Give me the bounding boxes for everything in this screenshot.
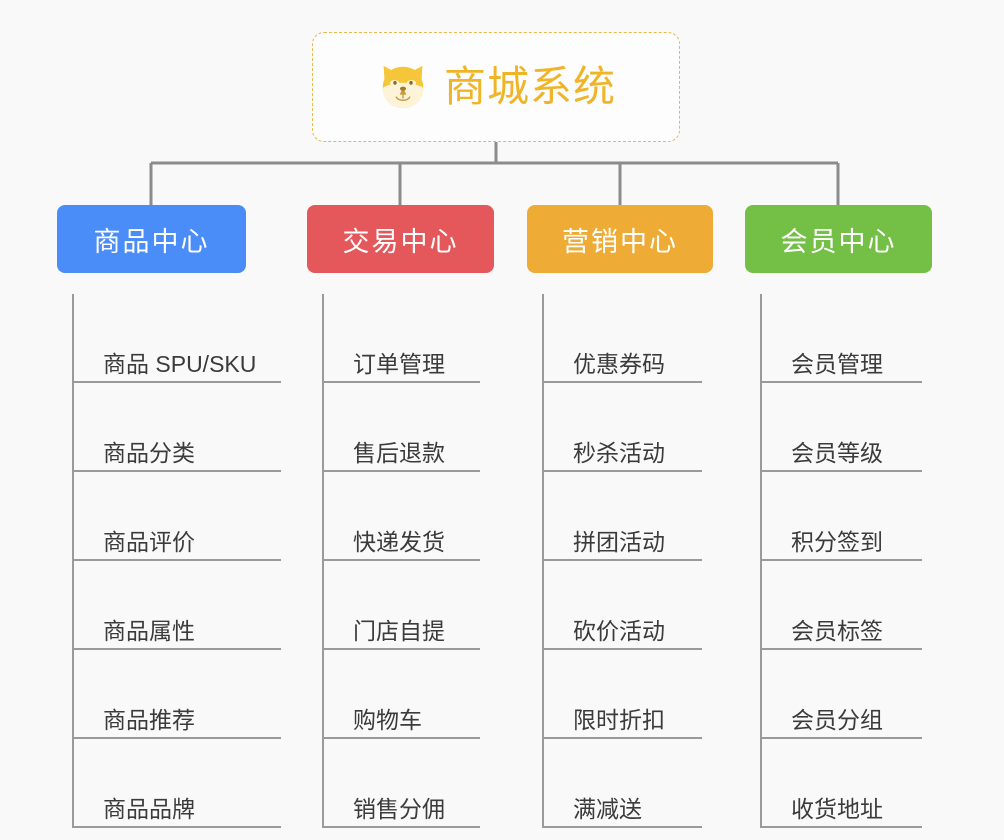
list-item[interactable]: 会员管理 [762,294,932,383]
branch-column-marketing: 营销中心 优惠券码 秒杀活动 拼团活动 砍价活动 限时折扣 [527,205,713,828]
root-node[interactable]: 商城系统 [312,32,680,142]
list-item[interactable]: 收货地址 [762,739,932,828]
branch-column-member: 会员中心 会员管理 会员等级 积分签到 会员标签 会员分组 [745,205,932,828]
list-item[interactable]: 会员等级 [762,383,932,472]
leaf-label: 快递发货 [353,528,445,555]
leaf-label: 购物车 [353,706,422,733]
list-item[interactable]: 优惠券码 [544,294,713,383]
leaf-label: 商品属性 [103,617,195,644]
leaf-label: 拼团活动 [573,528,665,555]
list-item[interactable]: 售后退款 [324,383,494,472]
leaf-label: 会员标签 [791,617,883,644]
branch-spine [72,294,74,828]
leaf-underline [324,737,480,739]
leaf-underline [762,381,922,383]
leaf-label: 秒杀活动 [573,439,665,466]
leaf-underline [762,648,922,650]
leaf-label: 限时折扣 [573,706,665,733]
list-item[interactable]: 砍价活动 [544,561,713,650]
leaf-label: 砍价活动 [573,617,665,644]
list-item[interactable]: 满减送 [544,739,713,828]
list-item[interactable]: 快递发货 [324,472,494,561]
leaf-label: 优惠券码 [573,350,665,377]
leaf-underline [324,381,480,383]
leaf-underline [544,470,702,472]
list-item[interactable]: 会员分组 [762,650,932,739]
list-item[interactable]: 会员标签 [762,561,932,650]
branch-header-product[interactable]: 商品中心 [57,205,246,273]
branch-column-product: 商品中心 商品 SPU/SKU 商品分类 商品评价 商品属性 商品推荐 [57,205,281,828]
leaf-underline [74,737,281,739]
branch-header-member[interactable]: 会员中心 [745,205,932,273]
leaf-label: 门店自提 [353,617,445,644]
leaf-underline [324,826,480,828]
leaf-label: 会员等级 [791,439,883,466]
leaf-label: 满减送 [573,795,642,822]
branch-header-label: 会员中心 [780,226,897,257]
root-title: 商城系统 [443,63,616,110]
leaf-underline [544,737,702,739]
list-item[interactable]: 商品 SPU/SKU [74,294,281,383]
leaf-underline [544,826,702,828]
leaf-underline [762,470,922,472]
leaf-label: 商品推荐 [103,706,195,733]
leaf-underline [74,470,281,472]
leaf-underline [324,470,480,472]
leaf-underline [74,826,281,828]
leaf-underline [544,559,702,561]
leaf-underline [544,381,702,383]
list-item[interactable]: 秒杀活动 [544,383,713,472]
branch-spine [760,294,762,828]
leaf-label: 收货地址 [791,795,883,822]
branch-header-trade[interactable]: 交易中心 [307,205,494,273]
branch-header-label: 交易中心 [342,226,459,257]
leaf-label: 会员管理 [791,350,883,377]
leaf-label: 商品分类 [103,439,195,466]
leaf-underline [74,381,281,383]
leaf-label: 商品 SPU/SKU [103,350,257,377]
branch-spine [542,294,544,828]
branch-items-trade: 订单管理 售后退款 快递发货 门店自提 购物车 销售分佣 [307,294,494,828]
leaf-label: 会员分组 [791,706,883,733]
leaf-label: 商品品牌 [103,795,195,822]
list-item[interactable]: 商品属性 [74,561,281,650]
list-item[interactable]: 购物车 [324,650,494,739]
branch-column-trade: 交易中心 订单管理 售后退款 快递发货 门店自提 购物车 [307,205,494,828]
leaf-label: 售后退款 [353,439,445,466]
list-item[interactable]: 拼团活动 [544,472,713,561]
leaf-underline [762,559,922,561]
leaf-underline [324,648,480,650]
list-item[interactable]: 商品评价 [74,472,281,561]
list-item[interactable]: 积分签到 [762,472,932,561]
leaf-underline [544,648,702,650]
leaf-underline [762,826,922,828]
leaf-label: 积分签到 [791,528,883,555]
leaf-underline [74,648,281,650]
branch-items-product: 商品 SPU/SKU 商品分类 商品评价 商品属性 商品推荐 商品品牌 [57,294,281,828]
list-item[interactable]: 订单管理 [324,294,494,383]
branch-items-member: 会员管理 会员等级 积分签到 会员标签 会员分组 收货地址 [745,294,932,828]
branch-header-marketing[interactable]: 营销中心 [527,205,713,273]
list-item[interactable]: 商品分类 [74,383,281,472]
leaf-label: 商品评价 [103,528,195,555]
leaf-label: 订单管理 [353,350,445,377]
leaf-underline [74,559,281,561]
list-item[interactable]: 门店自提 [324,561,494,650]
shiba-dog-face-icon [382,65,424,109]
list-item[interactable]: 商品品牌 [74,739,281,828]
leaf-label: 销售分佣 [353,795,445,822]
branch-spine [322,294,324,828]
list-item[interactable]: 限时折扣 [544,650,713,739]
branch-items-marketing: 优惠券码 秒杀活动 拼团活动 砍价活动 限时折扣 满减送 [527,294,713,828]
list-item[interactable]: 商品推荐 [74,650,281,739]
leaf-underline [324,559,480,561]
leaf-underline [762,737,922,739]
list-item[interactable]: 销售分佣 [324,739,494,828]
branch-header-label: 商品中心 [93,226,210,257]
branch-header-label: 营销中心 [562,226,678,257]
